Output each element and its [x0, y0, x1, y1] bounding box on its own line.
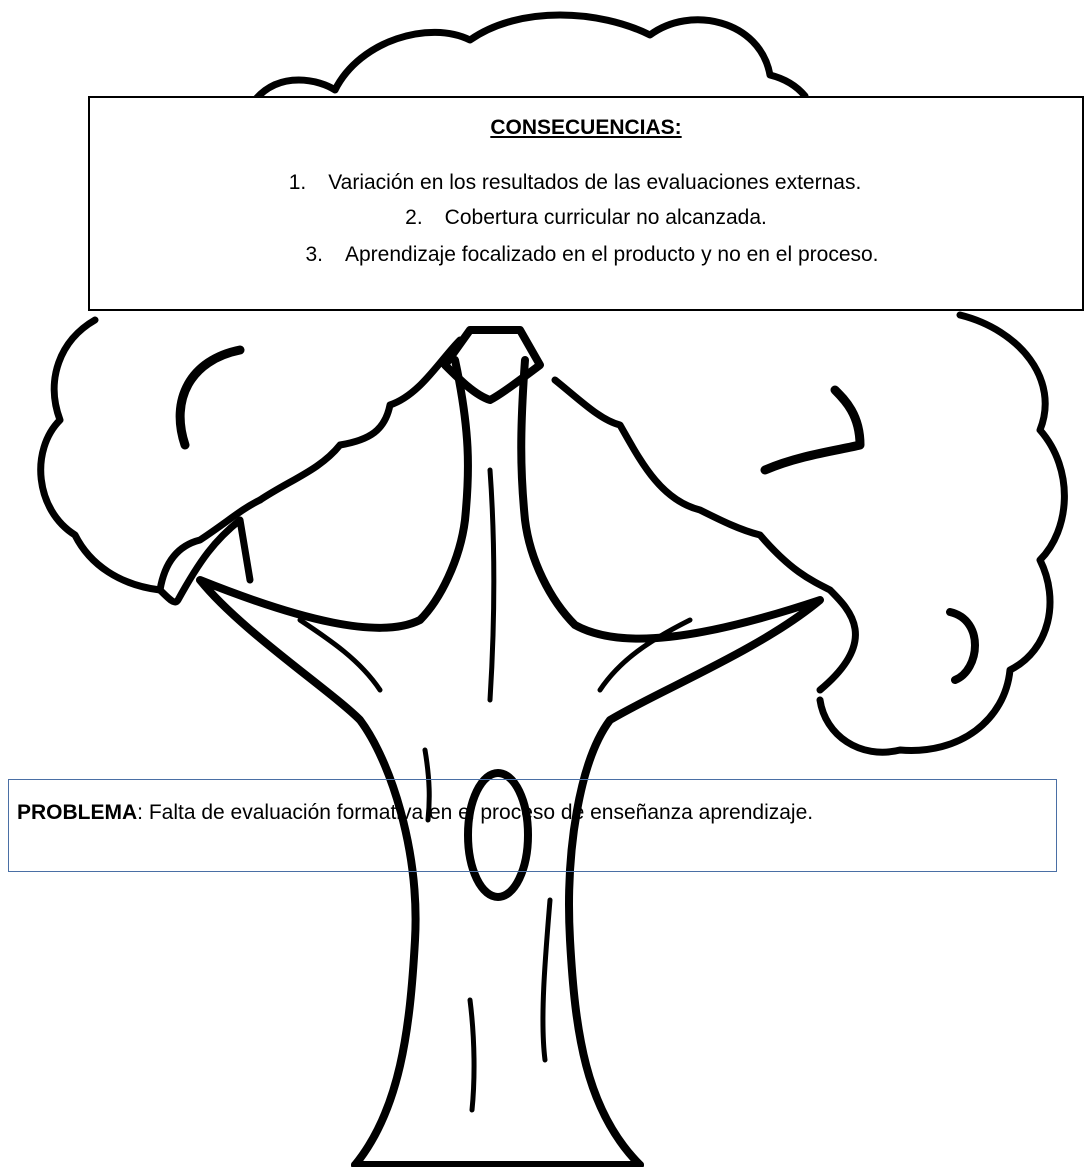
trunk-right-edge: [517, 356, 824, 1167]
trunk-line-6: [467, 997, 477, 1113]
canopy-top-outline: [251, 11, 809, 104]
problem-label: PROBLEMA: [17, 801, 138, 824]
consequence-text: Variación en los resultados de las evalu…: [328, 171, 862, 194]
consequences-box: CONSECUENCIAS: 1. Variación en los result…: [88, 96, 1084, 311]
canopy-right-outline: [816, 311, 1068, 756]
canopy-left-inner-curve: [175, 345, 245, 450]
canopy-left-outline: [37, 316, 264, 594]
trunk-left-edge: [196, 356, 472, 1167]
canopy-left-arc: [256, 336, 464, 504]
trunk-knot: [464, 769, 532, 901]
consequence-number: 3.: [305, 243, 323, 266]
trunk-line-5: [540, 897, 553, 1063]
canopy-right-lower-arc: [551, 376, 859, 694]
consequence-number: 1.: [288, 171, 307, 194]
consequence-text: Cobertura curricular no alcanzada.: [444, 206, 767, 229]
consequences-title: CONSECUENCIAS:: [490, 116, 682, 139]
problem-box: PROBLEMA: Falta de evaluación formativa …: [8, 779, 1057, 872]
canopy-right-small-curve: [946, 608, 979, 684]
consequence-text: Aprendizaje focalizado en el producto y …: [345, 243, 879, 266]
trunk-line-3: [597, 617, 693, 693]
trunk-line-4: [422, 747, 432, 823]
trunk-line-2: [297, 617, 383, 693]
trunk-top-peak: [441, 326, 544, 404]
canopy-right-inner-curve: [760, 385, 865, 475]
problem-statement: PROBLEMA: Falta de evaluación formativa …: [17, 801, 813, 825]
trunk-line-1: [487, 467, 497, 703]
canopy-left-branch-gap: [156, 516, 254, 606]
consequence-item: 1. Variación en los resultados de las eva…: [180, 171, 970, 195]
problem-description: : Falta de evaluación formativa en el pr…: [137, 801, 814, 824]
consequence-item: 2. Cobertura curricular no alcanzada.: [90, 206, 1082, 230]
consequence-number: 2.: [405, 206, 423, 229]
consequence-item: 3. Aprendizaje focalizado en el producto …: [96, 243, 1088, 267]
